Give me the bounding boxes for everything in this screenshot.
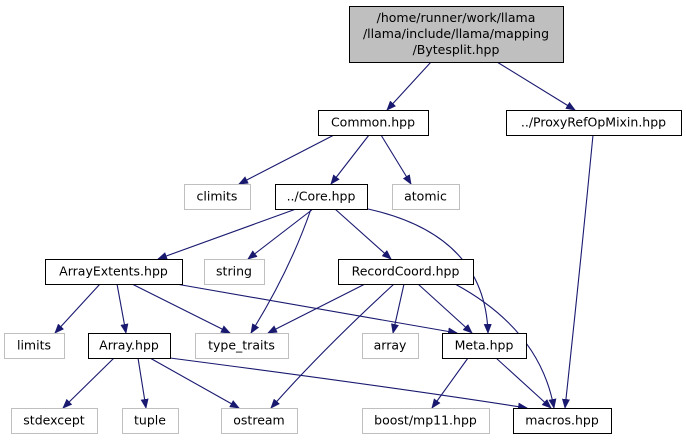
node-label: Meta.hpp bbox=[455, 338, 514, 353]
node-typetraits: type_traits bbox=[195, 333, 289, 359]
edge-root-to-proxy bbox=[496, 61, 576, 111]
node-box bbox=[362, 408, 490, 434]
edge-common-to-atomic bbox=[380, 134, 412, 185]
nodes-layer: /home/runner/work/llama/llama/include/ll… bbox=[4, 6, 682, 434]
edge-arrayext-to-limits bbox=[54, 283, 101, 334]
node-atomic: atomic bbox=[392, 184, 460, 210]
node-label: ../ProxyRefOpMixin.hpp bbox=[521, 115, 666, 130]
node-box bbox=[88, 333, 171, 359]
node-label: array bbox=[374, 338, 407, 353]
edge-recordcoord-to-ostream bbox=[270, 283, 395, 409]
node-label: /llama/include/llama/mapping bbox=[363, 26, 549, 41]
node-stdexcept: stdexcept bbox=[11, 408, 98, 434]
node-arrayx: array bbox=[362, 333, 419, 359]
node-arrayext[interactable]: ArrayExtents.hpp bbox=[45, 259, 183, 285]
edge-core-to-arrayext bbox=[157, 208, 297, 260]
edge-recordcoord-to-arrayx bbox=[391, 283, 405, 334]
node-box bbox=[338, 259, 474, 285]
edge-meta-to-macros bbox=[495, 357, 552, 409]
node-common[interactable]: Common.hpp bbox=[318, 110, 429, 136]
node-box bbox=[11, 408, 98, 434]
node-label: atomic bbox=[404, 189, 447, 204]
node-label: type_traits bbox=[208, 338, 275, 353]
node-label: ostream bbox=[233, 413, 284, 428]
edge-meta-to-mp11 bbox=[431, 357, 469, 409]
edge-root-to-common bbox=[386, 61, 432, 111]
node-box bbox=[506, 110, 682, 136]
node-label: stdexcept bbox=[23, 413, 84, 428]
node-label: ../Core.hpp bbox=[287, 189, 356, 204]
edge-array-to-macros bbox=[169, 357, 528, 411]
node-box bbox=[442, 333, 527, 359]
node-box bbox=[392, 184, 460, 210]
node-core[interactable]: ../Core.hpp bbox=[275, 184, 368, 210]
node-ostream: ostream bbox=[221, 408, 298, 434]
node-box bbox=[195, 333, 289, 359]
edge-common-to-core bbox=[330, 134, 370, 185]
node-label: boost/mp11.hpp bbox=[374, 413, 477, 428]
node-recordcoord[interactable]: RecordCoord.hpp bbox=[338, 259, 474, 285]
node-proxy[interactable]: ../ProxyRefOpMixin.hpp bbox=[506, 110, 682, 136]
node-box bbox=[184, 184, 251, 210]
node-box bbox=[349, 6, 564, 63]
edge-recordcoord-to-meta bbox=[417, 283, 473, 334]
edges-layer bbox=[54, 61, 594, 411]
edge-array-to-stdexcept bbox=[62, 357, 115, 409]
node-box bbox=[318, 110, 429, 136]
node-label: /home/runner/work/llama bbox=[377, 10, 536, 25]
node-box bbox=[204, 259, 265, 285]
node-label: climits bbox=[197, 189, 238, 204]
node-box bbox=[45, 259, 183, 285]
edge-proxy-to-macros bbox=[561, 134, 594, 409]
node-label: Common.hpp bbox=[331, 115, 415, 130]
node-label: tuple bbox=[134, 413, 166, 428]
node-box bbox=[221, 408, 298, 434]
node-box bbox=[275, 184, 368, 210]
node-climits: climits bbox=[184, 184, 251, 210]
edge-array-to-ostream bbox=[149, 357, 240, 409]
edge-arrayext-to-array bbox=[116, 283, 129, 334]
node-string: string bbox=[204, 259, 265, 285]
node-macros[interactable]: macros.hpp bbox=[513, 408, 612, 434]
edge-core-to-recordcoord bbox=[334, 208, 392, 260]
node-label: Array.hpp bbox=[99, 338, 159, 353]
node-box bbox=[513, 408, 612, 434]
node-label: limits bbox=[17, 338, 51, 353]
edge-core-to-meta bbox=[367, 208, 492, 334]
node-label: string bbox=[216, 264, 252, 279]
edge-common-to-climits bbox=[238, 134, 335, 185]
node-meta[interactable]: Meta.hpp bbox=[442, 333, 527, 359]
node-limits: limits bbox=[4, 333, 65, 359]
edge-core-to-string bbox=[247, 208, 314, 260]
node-root: /home/runner/work/llama/llama/include/ll… bbox=[349, 6, 564, 63]
node-mp11: boost/mp11.hpp bbox=[362, 408, 490, 434]
edge-core-to-typetraits bbox=[250, 208, 312, 334]
node-box bbox=[122, 408, 179, 434]
node-tuple: tuple bbox=[122, 408, 179, 434]
node-box bbox=[4, 333, 65, 359]
node-label: ArrayExtents.hpp bbox=[59, 264, 168, 279]
node-box bbox=[362, 333, 419, 359]
edge-recordcoord-to-typetraits bbox=[267, 283, 366, 334]
node-label: RecordCoord.hpp bbox=[352, 264, 460, 279]
edge-array-to-tuple bbox=[137, 357, 149, 409]
node-label: /Bytesplit.hpp bbox=[413, 42, 500, 57]
edge-arrayext-to-typetraits bbox=[131, 283, 231, 334]
node-label: macros.hpp bbox=[525, 413, 599, 428]
node-array[interactable]: Array.hpp bbox=[88, 333, 171, 359]
